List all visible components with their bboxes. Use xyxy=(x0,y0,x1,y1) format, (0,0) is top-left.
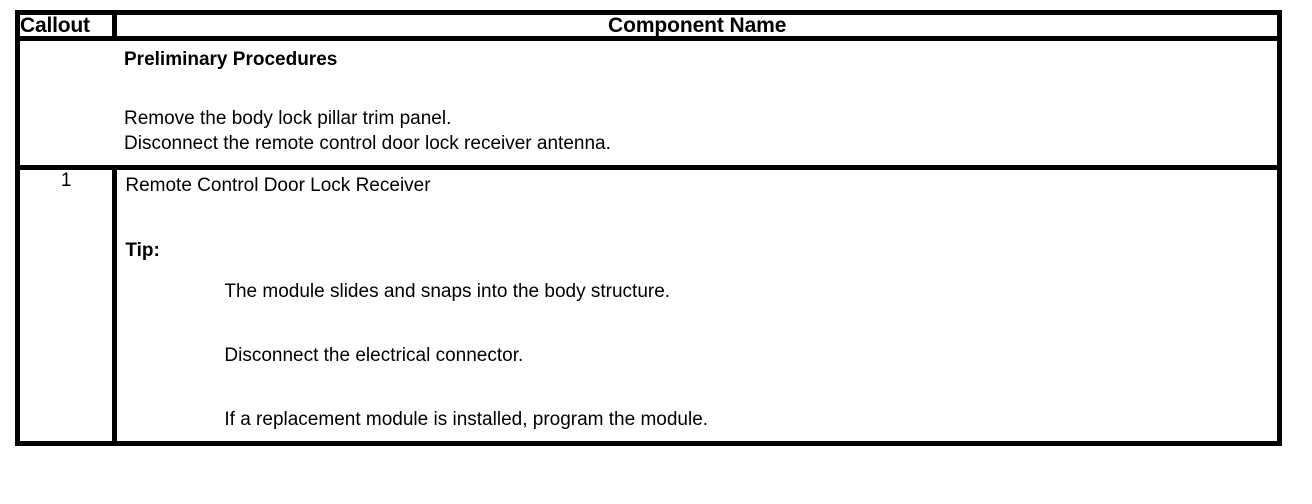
tip-label: Tip: xyxy=(125,239,160,261)
preliminary-step: Remove the body lock pillar trim panel. xyxy=(124,107,452,129)
tip-spacer xyxy=(125,197,1277,241)
list-item: The module slides and snaps into the bod… xyxy=(224,280,671,302)
component-detail-cell: Remote Control Door Lock Receiver Tip: T… xyxy=(114,167,1280,444)
component-detail-content: Remote Control Door Lock Receiver Tip: T… xyxy=(117,170,1277,440)
column-header-callout: Callout xyxy=(17,12,118,41)
preliminary-procedures-content: Preliminary Procedures Remove the body l… xyxy=(20,41,1277,165)
column-header-component-name: Component Name xyxy=(114,12,1280,41)
preliminary-procedures-row: Preliminary Procedures Remove the body l… xyxy=(17,38,1280,171)
preliminary-spacer xyxy=(124,76,1277,106)
table-row: 1 Remote Control Door Lock Receiver Tip:… xyxy=(17,167,1280,444)
preliminary-procedures-cell: Preliminary Procedures Remove the body l… xyxy=(17,38,1280,171)
table-header-row: Callout Component Name xyxy=(17,12,1280,41)
preliminary-step: Disconnect the remote control door lock … xyxy=(124,133,611,155)
preliminary-procedures-title: Preliminary Procedures xyxy=(124,49,338,70)
component-table: Callout Component Name Preliminary Proce… xyxy=(15,10,1282,446)
list-item: If a replacement module is installed, pr… xyxy=(224,408,709,430)
component-name-text: Remote Control Door Lock Receiver xyxy=(125,175,431,197)
tip-list: The module slides and snaps into the bod… xyxy=(125,280,1277,431)
list-item: Disconnect the electrical connector. xyxy=(224,344,524,366)
callout-number: 1 xyxy=(17,167,118,444)
